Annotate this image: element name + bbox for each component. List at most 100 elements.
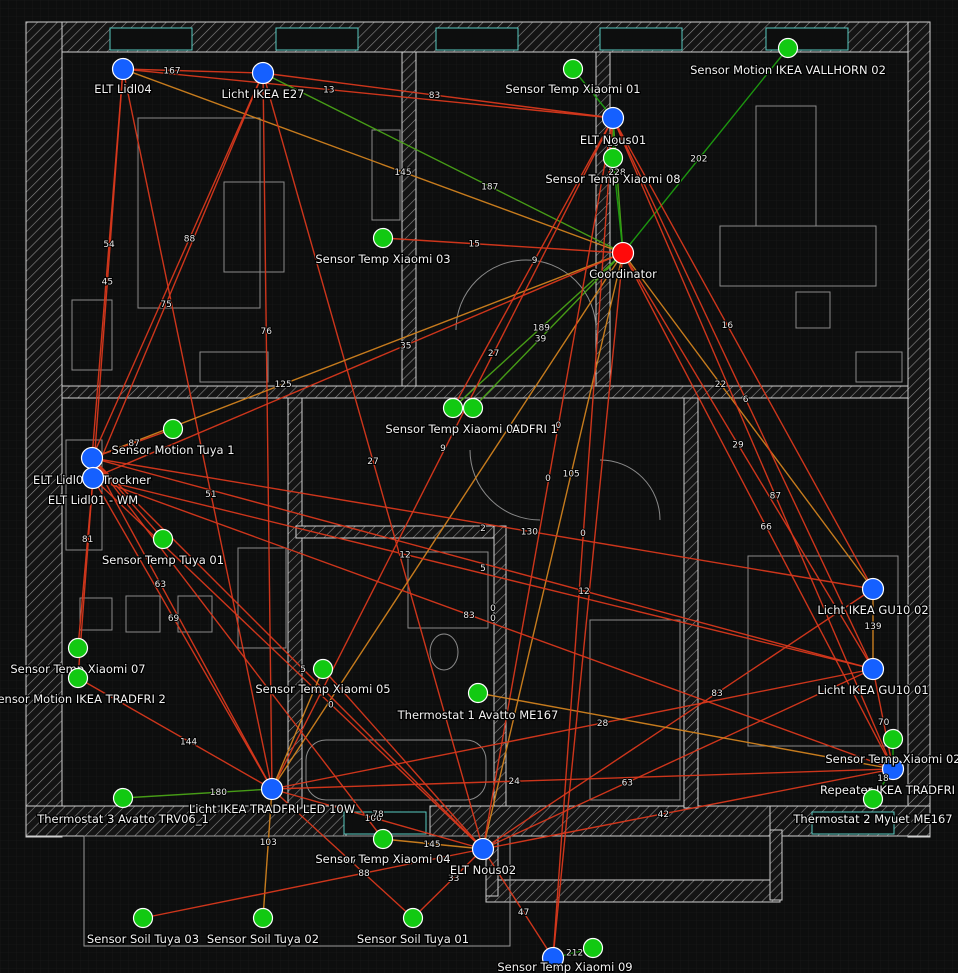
link-ikea_e27-wm[interactable] (92, 72, 264, 479)
coordinator-marker[interactable] (611, 241, 635, 265)
node-motion_tradfri2[interactable]: Sensor Motion IKEA TRADFRI 2 (0, 667, 167, 707)
link-wm-gu10_01[interactable] (92, 477, 874, 670)
link-xiaomi09-coord[interactable] (552, 252, 624, 959)
end_device-marker[interactable] (582, 937, 604, 959)
link-trockner-gu10_02[interactable] (91, 457, 874, 590)
router-marker[interactable] (260, 777, 284, 801)
node-xiaomi01[interactable]: Sensor Temp Xiaomi 01 (504, 58, 642, 97)
node-ikea_e27[interactable]: Licht IKEA E27 (220, 61, 306, 102)
link-tradfri_led-nous02[interactable] (271, 788, 484, 850)
link-vallhorn-coord[interactable] (622, 47, 789, 254)
end_device-marker[interactable] (252, 907, 274, 929)
end_device-marker[interactable] (862, 788, 884, 810)
node-xiaomi04[interactable]: Sensor Temp Xiaomi 04 (314, 828, 452, 867)
link-coord-tradfri_led[interactable] (271, 252, 624, 790)
end_device-marker[interactable] (67, 667, 89, 689)
link-nous01-gu10_01[interactable] (612, 117, 874, 670)
router-marker[interactable] (251, 61, 275, 85)
link-trockner-temp_tuya01[interactable] (91, 457, 164, 540)
router-marker[interactable] (111, 57, 135, 81)
node-lidl04[interactable]: ELT Lidl04 (93, 57, 153, 97)
end_device-marker[interactable] (467, 682, 489, 704)
router-marker[interactable] (80, 446, 104, 470)
link-coord-nous02[interactable] (482, 252, 624, 850)
link-nous02-xiaomi04[interactable] (382, 838, 484, 850)
end_device-marker[interactable] (777, 37, 799, 59)
node-thermo1[interactable]: Thermostat 1 Avatto ME167 (395, 682, 560, 723)
link-nous02-soil01[interactable] (412, 848, 484, 919)
link-trockner-tradfri_led[interactable] (91, 457, 273, 790)
link-ikea_e27-trockner[interactable] (91, 72, 264, 459)
router-marker[interactable] (81, 466, 105, 490)
link-ikea_e27-coord[interactable] (262, 72, 624, 254)
link-trockner-xiaomi04[interactable] (91, 457, 384, 840)
end_device-marker[interactable] (882, 728, 904, 750)
link-nous02-gu10_01[interactable] (482, 668, 874, 850)
link-xiaomi08-coord[interactable] (612, 157, 624, 254)
node-nous02[interactable]: ELT Nous02 (449, 837, 517, 878)
node-xiaomi05[interactable]: Sensor Temp Xiaomi 05 (254, 658, 392, 697)
link-coord-gu10_01[interactable] (622, 252, 874, 670)
node-gu10_02[interactable]: Licht IKEA GU10 02 (816, 577, 930, 618)
node-xiaomi08[interactable]: Sensor Temp Xiaomi 08 (544, 147, 682, 187)
link-motion_tradfri2-tradfri_led[interactable] (77, 677, 273, 790)
link-nous02-xiaomi05[interactable] (322, 668, 484, 850)
node-gu10_01[interactable]: Licht IKEA GU10 01 (816, 657, 930, 698)
link-xiaomi09-nous01[interactable] (552, 117, 614, 959)
node-soil03[interactable]: Sensor Soil Tuya 03 (86, 907, 200, 947)
end_device-marker[interactable] (602, 147, 624, 169)
node-xiaomi06[interactable]: Sensor Temp Xiaomi 06 (384, 397, 522, 437)
link-coord-xiaomi03[interactable] (382, 237, 624, 254)
link-nous02-xiaomi09[interactable] (482, 848, 554, 959)
node-xiaomi09b[interactable] (582, 937, 604, 959)
link-tradfri_led-soil02[interactable] (262, 788, 273, 919)
end_device-marker[interactable] (162, 418, 184, 440)
router-marker[interactable] (541, 946, 565, 970)
router-marker[interactable] (861, 577, 885, 601)
end_device-marker[interactable] (67, 637, 89, 659)
end_device-marker[interactable] (312, 658, 334, 680)
node-tradfri_led[interactable]: Licht IKEA TRADFRI LED 10W (188, 777, 356, 817)
link-trockner-motion_tuya1[interactable] (91, 428, 174, 459)
node-motion_tuya1[interactable]: Sensor Motion Tuya 1 (110, 418, 236, 458)
node-xiaomi09[interactable]: Sensor Temp Xiaomi 09 (496, 946, 634, 973)
node-temp_tuya01[interactable]: Sensor Temp Tuya 01 (101, 528, 225, 568)
link-gu10_01-repeater[interactable] (872, 668, 894, 770)
node-thermo3[interactable]: Thermostat 3 Avatto TRV06_1 (35, 787, 210, 827)
link-nous01-gu10_02[interactable] (612, 117, 874, 590)
link-wm-repeater[interactable] (92, 477, 894, 770)
router-marker[interactable] (471, 837, 495, 861)
link-wm-tradfri_led[interactable] (92, 477, 273, 790)
link-coord-xiaomi06[interactable] (452, 252, 624, 409)
link-nous01-nous02[interactable] (482, 117, 614, 850)
node-soil01[interactable]: Sensor Soil Tuya 01 (356, 907, 470, 947)
link-coord-wm[interactable] (92, 252, 624, 479)
end_device-marker[interactable] (442, 397, 464, 419)
link-ikea_e27-nous01[interactable] (262, 72, 614, 119)
router-marker[interactable] (601, 106, 625, 130)
node-xiaomi02[interactable]: Sensor Temp Xiaomi 02 (824, 728, 958, 767)
link-nous02-soil03[interactable] (142, 848, 484, 919)
link-nous01-repeater[interactable] (612, 117, 894, 770)
node-dfri1[interactable]: ADFRI 1 (462, 397, 559, 437)
link-lidl04-ikea_e27[interactable] (122, 68, 264, 74)
router-marker[interactable] (861, 657, 885, 681)
end_device-marker[interactable] (562, 58, 584, 80)
link-lidl04-nous01[interactable] (122, 68, 614, 119)
node-thermo2[interactable]: Thermostat 2 Myuet ME167 (791, 788, 954, 827)
end_device-marker[interactable] (402, 907, 424, 929)
node-coord[interactable]: Coordinator (588, 241, 658, 282)
node-vallhorn[interactable]: Sensor Motion IKEA VALLHORN 02 (689, 37, 887, 78)
link-nous01-xiaomi06[interactable] (452, 117, 614, 409)
end_device-marker[interactable] (112, 787, 134, 809)
node-soil02[interactable]: Sensor Soil Tuya 02 (206, 907, 320, 947)
link-trockner-gu10_01[interactable] (91, 457, 874, 670)
end_device-marker[interactable] (372, 828, 394, 850)
link-coord-repeater[interactable] (622, 252, 894, 770)
node-wm[interactable]: ELT Lidl01 - WM (47, 466, 139, 508)
link-thermo1-repeater[interactable] (477, 692, 894, 770)
link-tradfri_led-gu10_01[interactable] (271, 668, 874, 790)
end_device-marker[interactable] (372, 227, 394, 249)
link-nous02-repeater[interactable] (482, 768, 894, 850)
